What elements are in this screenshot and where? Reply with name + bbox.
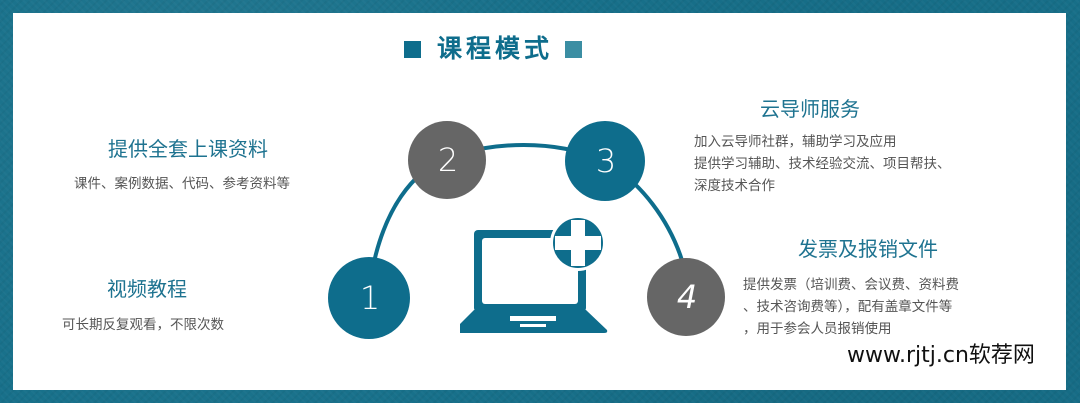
square-icon	[404, 40, 421, 58]
section-cloud-mentor-desc: 加入云导师社群，辅助学习及应用 提供学习辅助、技术经验交流、项目帮扶、 深度技术…	[694, 131, 951, 197]
section-description: 、技术咨询费等），配有盖章文件等	[743, 299, 953, 315]
step-3-circle: 3	[565, 121, 645, 201]
step-1-circle: 1	[328, 257, 410, 339]
section-video-tutorial-desc: 可长期反复观看，不限次数	[62, 314, 224, 336]
title-text: 课程模式	[437, 34, 554, 63]
section-invoice: 发票及报销文件	[798, 236, 938, 262]
section-course-materials: 提供全套上课资料	[108, 136, 268, 162]
section-description: 深度技术合作	[694, 178, 775, 194]
section-invoice-desc: 提供发票（培训费、会议费、资料费 、技术咨询费等），配有盖章文件等 ，用于参会人…	[743, 274, 959, 340]
step-number: 1	[359, 279, 380, 317]
section-cloud-mentor: 云导师服务	[760, 96, 860, 122]
section-description: 可长期反复观看，不限次数	[62, 317, 224, 333]
step-number: 4	[676, 278, 697, 316]
section-heading: 视频教程	[107, 277, 187, 301]
section-description: 提供发票（培训费、会议费、资料费	[743, 277, 959, 293]
section-video-tutorial: 视频教程	[107, 276, 187, 302]
section-description: 课件、案例数据、代码、参考资料等	[74, 176, 290, 192]
laptop-plus-icon	[460, 215, 608, 333]
section-heading: 发票及报销文件	[798, 237, 938, 261]
section-heading: 提供全套上课资料	[108, 137, 268, 161]
step-4-circle: 4	[647, 258, 725, 336]
step-number: 2	[437, 141, 458, 179]
section-course-materials-desc: 课件、案例数据、代码、参考资料等	[74, 173, 290, 195]
watermark: www.rjtj.cn软荐网	[845, 342, 1037, 370]
square-icon	[565, 40, 583, 58]
section-description: 加入云导师社群，辅助学习及应用	[694, 134, 897, 150]
page-title: 课程模式	[404, 33, 583, 65]
step-number: 3	[595, 142, 616, 180]
section-description: 提供学习辅助、技术经验交流、项目帮扶、	[694, 156, 951, 172]
section-heading: 云导师服务	[760, 97, 860, 121]
step-2-circle: 2	[408, 121, 486, 199]
section-description: ，用于参会人员报销使用	[743, 321, 892, 337]
